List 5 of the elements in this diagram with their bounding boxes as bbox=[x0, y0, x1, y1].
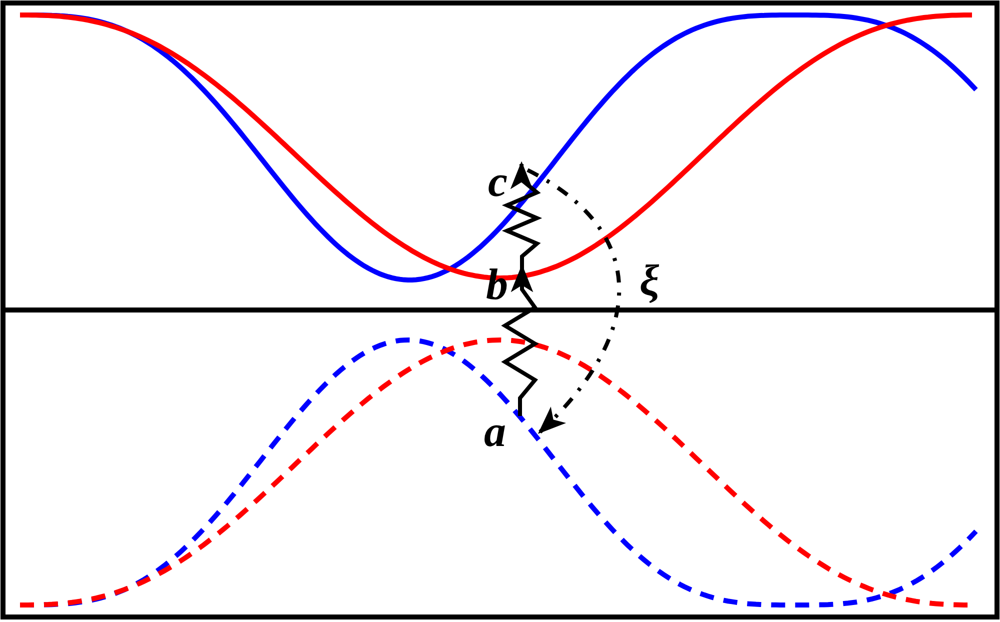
relaxation-arrow bbox=[526, 168, 621, 434]
state-label: c bbox=[488, 162, 508, 202]
transition-arrow bbox=[502, 161, 542, 269]
edge-label: ξ bbox=[640, 261, 660, 301]
state-label: a bbox=[484, 412, 506, 452]
